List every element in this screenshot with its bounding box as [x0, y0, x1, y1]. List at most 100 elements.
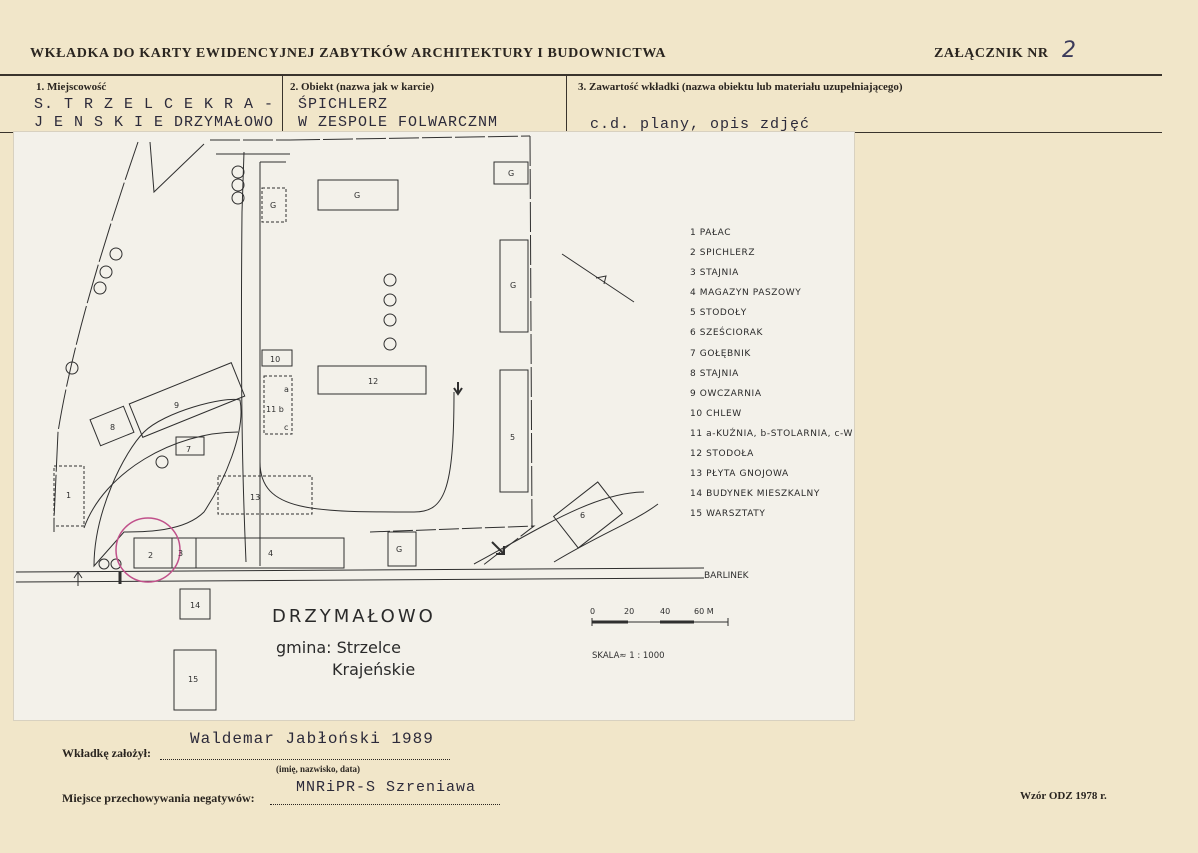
pointer-arrow-2-icon: [453, 382, 463, 396]
label-g5: G: [396, 545, 402, 554]
trees: [65, 165, 397, 570]
legend-item: 6 SZEŚCIORAK: [690, 328, 764, 339]
road-west-curve: [93, 398, 242, 568]
building-g1: [317, 179, 399, 211]
site-plan-photocopy: 1 2 3 4 5 6 7 8 9 10 a 11 b c 12 13 14 1…: [14, 132, 854, 720]
field-1-label: 1. Miejscowość: [36, 81, 107, 93]
label-b11a: a: [284, 385, 289, 394]
entrance-arrow-icon: [73, 571, 83, 586]
label-b12: 12: [368, 377, 378, 386]
field-2-label: 2. Obiekt (nazwa jak w karcie): [290, 81, 435, 93]
road-south-edge: [15, 577, 705, 583]
buildings: [53, 161, 624, 711]
field-1-value-line-1: S. T R Z E L C E K R A -: [34, 96, 275, 113]
scale-text: SKALA≈ 1 : 1000: [592, 651, 665, 661]
annex-number: 2: [1062, 38, 1076, 63]
label-b9: 9: [174, 401, 179, 410]
legend-item: 5 STODOŁY: [690, 308, 747, 319]
field-divider-1: [282, 75, 283, 133]
field-divider-2: [566, 75, 567, 133]
scale-tick-40: 40: [660, 607, 670, 616]
label-b10: 10: [270, 355, 280, 364]
building-12: [317, 365, 427, 395]
building-13: [217, 475, 313, 515]
boundary-west-2: [240, 151, 247, 563]
label-g3: G: [508, 169, 514, 178]
legend-item: 13 PŁYTA GNOJOWA: [690, 469, 789, 480]
label-g2: G: [270, 201, 276, 210]
scale-tick-60: 60 M: [694, 607, 714, 616]
label-b13: 13: [250, 493, 260, 502]
yard-south: [369, 525, 536, 567]
building-9: [128, 362, 246, 438]
legend-item: 11 a-KUŹNIA, b-STOLARNIA, c-W: [690, 428, 854, 439]
building-g2: [261, 187, 287, 223]
legend-item: 2 SPICHLERZ: [690, 248, 756, 259]
scale-bar: [591, 618, 729, 626]
scale-tick-20: 20: [624, 607, 634, 616]
label-b2: 2: [148, 551, 153, 560]
field-3-label: 3. Zawartość wkładki (nazwa obiektu lub …: [578, 81, 903, 93]
form-stamp: Wzór ODZ 1978 r.: [1020, 790, 1107, 802]
building-g3: [493, 161, 529, 185]
annex-label: ZAŁĄCZNIK NR: [934, 46, 1049, 61]
road-label: BARLINEK: [704, 571, 750, 581]
building-3: [171, 537, 197, 569]
card-title: WKŁADKA DO KARTY EWIDENCYJNEJ ZABYTKÓW A…: [30, 46, 667, 61]
building-6: [552, 481, 624, 549]
field-2-value-line-2: W ZESPOLE FOLWARCZNM: [298, 114, 499, 131]
building-10: [261, 349, 293, 367]
building-8: [89, 405, 135, 447]
road-ne-1: [473, 491, 645, 565]
building-1: [53, 465, 85, 527]
pointer-arrow-3-icon: [491, 541, 505, 555]
building-5: [499, 369, 529, 493]
legend-item: 15 WARSZTATY: [690, 509, 766, 520]
building-15: [173, 649, 217, 711]
label-b5: 5: [510, 433, 515, 442]
plan-legend: 1 PAŁAC 2 SPICHLERZ 3 STAJNIA 4 MAGAZYN …: [690, 228, 853, 529]
inner-yard: [259, 391, 455, 513]
gmina-line-1: gmina: Strzelce: [276, 638, 401, 657]
field-3-value: c.d. plany, opis zdjęć: [590, 116, 811, 133]
label-b6: 6: [580, 511, 585, 520]
site-plan-drawing: 1 2 3 4 5 6 7 8 9 10 a 11 b c 12 13 14 1…: [15, 135, 750, 711]
gmina-line-2: Krajeńskie: [332, 660, 416, 679]
storage-dotted-line: [270, 804, 500, 805]
legend-item: 3 STAJNIA: [690, 268, 739, 279]
place-name: DRZYMAŁOWO: [272, 606, 436, 627]
label-g4: G: [510, 281, 516, 290]
scale-tick-0: 0: [590, 607, 595, 616]
legend-item: 14 BUDYNEK MIESZKALNY: [690, 489, 820, 500]
road-north-edge: [15, 567, 705, 573]
building-14: [179, 588, 211, 620]
legend-item: 1 PAŁAC: [690, 228, 732, 238]
field-2-value-line-1: ŚPICHLERZ: [298, 96, 389, 113]
road-ne-2: [553, 503, 659, 563]
north-arrow-icon: [561, 253, 635, 303]
building-g5: [387, 531, 417, 567]
label-b1: 1: [66, 491, 71, 500]
legend-item: 10 CHLEW: [690, 408, 742, 419]
author-value: Waldemar Jabłoński 1989: [190, 730, 434, 748]
boundary-north: [210, 135, 531, 141]
label-b4: 4: [268, 549, 273, 558]
legend-item: 12 STODOŁA: [690, 449, 754, 460]
label-b14: 14: [190, 601, 200, 610]
storage-label: Miejsce przechowywania negatywów:: [62, 791, 255, 805]
legend-item: 7 GOŁĘBNIK: [690, 348, 751, 359]
legend-item: 9 OWCZARNIA: [690, 388, 762, 399]
author-hint: (imię, nazwisko, data): [276, 764, 360, 774]
building-7: [175, 436, 205, 456]
label-b11b: 11 b: [266, 405, 284, 414]
building-g4: [499, 239, 529, 333]
top-rule: [0, 74, 1162, 76]
label-b15: 15: [188, 675, 198, 684]
highlight-circle: [115, 517, 181, 583]
boundary-inner: [149, 141, 205, 194]
building-4: [195, 537, 345, 569]
storage-value: MNRiPR-S Szreniawa: [296, 779, 477, 796]
boundary-west: [53, 141, 139, 532]
label-b8: 8: [110, 423, 115, 432]
